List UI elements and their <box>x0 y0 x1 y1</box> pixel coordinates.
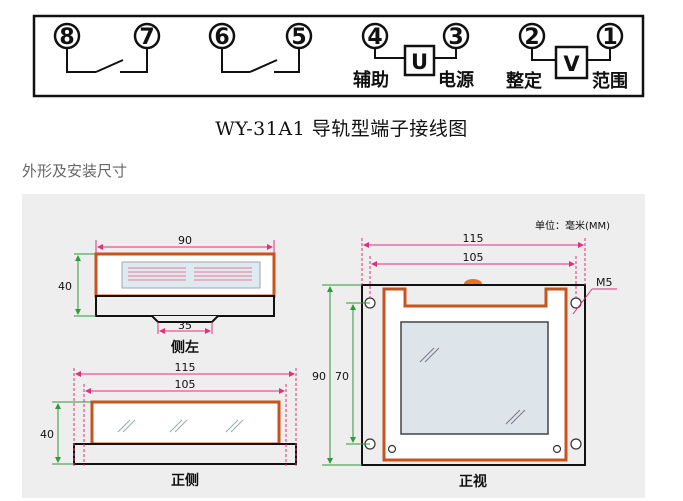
front-view-caption: 正视 <box>459 473 487 490</box>
terminal-2: 2 <box>518 22 546 50</box>
label-aux: 辅助 <box>353 69 389 91</box>
meter-u-label: U <box>411 50 428 74</box>
terminal-4-label: 4 <box>367 25 382 50</box>
front-view-height-outer-label: 90 <box>312 370 326 383</box>
label-power: 电源 <box>438 69 474 91</box>
front-view-outer-dim <box>361 238 586 285</box>
terminal-6: 6 <box>208 22 236 50</box>
front-side-inner-dim <box>83 384 287 466</box>
meter-v-label: V <box>563 52 580 76</box>
meter-u-box <box>403 44 436 77</box>
wiring-diagram: 8 7 6 5 U 4 3 辅助 电源 V 2 <box>32 14 645 98</box>
side-left-view <box>94 252 276 323</box>
side-left-height-label: 40 <box>58 280 72 293</box>
front-side-height-dim <box>52 401 92 465</box>
contact-6-5 <box>221 46 300 73</box>
side-left-width-label: 90 <box>178 234 192 247</box>
front-view <box>361 279 586 466</box>
front-view-height-inner-dim <box>346 302 370 445</box>
label-range: 范围 <box>592 70 628 92</box>
side-left-width-dim <box>95 240 275 254</box>
terminal-4: 4 <box>361 22 389 50</box>
unit-note: 单位：毫米(MM) <box>535 219 610 232</box>
terminal-8-label: 8 <box>59 25 74 50</box>
terminal-7-label: 7 <box>139 25 154 50</box>
front-view-height-outer-dim <box>322 284 362 466</box>
front-side-outer-label: 115 <box>175 361 196 374</box>
setting-range-wiring <box>531 48 611 61</box>
terminal-2-label: 2 <box>524 25 539 50</box>
front-side-inner-label: 105 <box>175 378 196 391</box>
section-heading: 外形及安装尺寸 <box>22 162 128 180</box>
rail-width-label: 35 <box>178 319 192 332</box>
terminal-5-label: 5 <box>291 25 306 50</box>
terminal-3: 3 <box>442 22 470 50</box>
front-side-caption: 正侧 <box>171 472 199 489</box>
contact-8-7 <box>66 46 148 73</box>
terminal-3-label: 3 <box>448 25 463 50</box>
screw-leader <box>572 288 617 315</box>
meter-v-box <box>554 45 589 80</box>
side-left-caption: 侧左 <box>171 339 199 356</box>
front-side-view <box>73 400 297 465</box>
front-view-inner-dim <box>369 256 577 298</box>
front-view-height-inner-label: 70 <box>335 370 349 383</box>
diagram-title: WY-31A1 导轨型端子接线图 <box>215 118 468 140</box>
terminal-8: 8 <box>53 22 81 50</box>
label-setting: 整定 <box>505 70 542 92</box>
terminal-7: 7 <box>133 22 161 50</box>
terminal-1: 1 <box>596 22 624 50</box>
terminal-block-outline <box>32 14 645 98</box>
side-left-height-dim <box>74 253 96 317</box>
front-side-height-label: 40 <box>40 428 54 441</box>
front-view-inner-label: 105 <box>463 251 484 264</box>
rail-width-dim <box>157 322 213 334</box>
aux-power-wiring <box>374 48 457 59</box>
front-side-outer-dim <box>73 368 297 466</box>
terminal-6-label: 6 <box>214 25 229 50</box>
front-view-outer-label: 115 <box>463 232 484 245</box>
terminal-1-label: 1 <box>602 25 617 50</box>
terminal-5: 5 <box>285 22 313 50</box>
screw-label: M5 <box>596 276 613 289</box>
